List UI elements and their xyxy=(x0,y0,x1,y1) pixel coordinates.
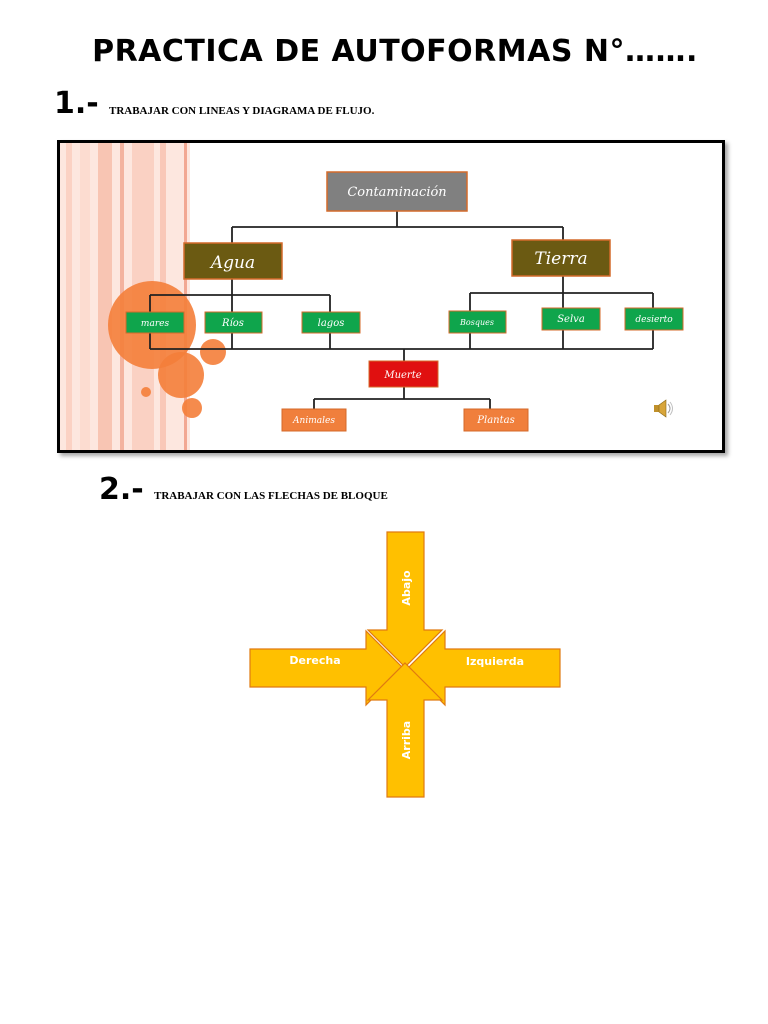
section-2-heading: TRABAJAR CON LAS FLECHAS DE BLOQUE xyxy=(154,490,388,502)
arrow-up xyxy=(366,662,444,798)
node-selva-label: Selva xyxy=(557,314,585,325)
node-muerte: Muerte xyxy=(368,360,439,388)
connector-lines xyxy=(149,211,654,409)
node-animales: Animales xyxy=(281,408,347,432)
node-plantas-label: Plantas xyxy=(476,415,514,426)
node-agua: Agua xyxy=(183,242,283,280)
arrow-down-label: Abajo xyxy=(400,570,413,606)
decor-circle xyxy=(182,398,202,418)
node-plantas: Plantas xyxy=(463,408,529,432)
section-1-heading: TRABAJAR CON LINEAS Y DIAGRAMA DE FLUJO. xyxy=(109,105,375,117)
decor-stripe xyxy=(66,143,72,450)
arrow-left-label: Izquierda xyxy=(466,655,524,668)
node-mares: mares xyxy=(125,311,185,334)
decor-circle xyxy=(200,339,226,365)
arrow-right-label: Derecha xyxy=(289,654,340,667)
decor-circle xyxy=(141,387,151,397)
node-desierto: desierto xyxy=(624,307,684,331)
node-bosques-label: Bosques xyxy=(459,318,494,327)
arrow-down xyxy=(366,531,444,668)
node-tierra: Tierra xyxy=(511,239,611,277)
section-2-number: 2.- xyxy=(99,472,144,507)
node-desierto-label: desierto xyxy=(635,315,673,325)
node-selva: Selva xyxy=(541,307,601,331)
node-mares-label: mares xyxy=(141,319,170,329)
flowchart-svg: Contaminación Agua Tierra mares Ríos lag… xyxy=(60,143,684,450)
node-bosques: Bosques xyxy=(448,310,507,334)
flowchart-frame: Contaminación Agua Tierra mares Ríos lag… xyxy=(57,140,725,453)
page-title: PRACTICA DE AUTOFORMAS N°……. xyxy=(92,34,698,69)
node-root-label: Contaminación xyxy=(347,185,446,200)
node-tierra-label: Tierra xyxy=(534,249,587,269)
speaker-icon[interactable] xyxy=(654,399,673,418)
node-muerte-label: Muerte xyxy=(383,370,421,381)
decor-circle xyxy=(158,352,204,398)
node-lagos-label: lagos xyxy=(318,318,345,329)
section-1-number: 1.- xyxy=(54,86,99,121)
decor-stripe xyxy=(80,143,90,450)
block-arrows: Abajo Derecha Izquierda Arriba xyxy=(249,531,561,798)
node-rios: Ríos xyxy=(204,311,263,334)
node-rios-label: Ríos xyxy=(221,318,244,329)
node-root: Contaminación xyxy=(326,171,468,212)
node-animales-label: Animales xyxy=(292,416,335,426)
decor-stripe xyxy=(98,143,112,450)
arrow-up-label: Arriba xyxy=(400,721,413,759)
node-lagos: lagos xyxy=(301,311,361,334)
node-agua-label: Agua xyxy=(209,253,255,273)
